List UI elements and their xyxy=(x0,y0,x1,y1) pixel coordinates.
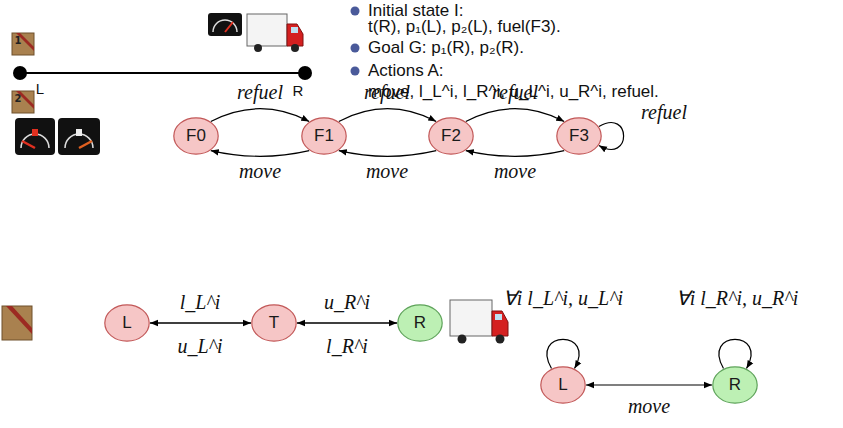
bullet-dot xyxy=(351,7,360,16)
transition-arrow xyxy=(719,339,751,368)
node-label: F1 xyxy=(314,126,334,146)
bullet-text: move, l_L^i, l_R^i, u_L^i, u_R^i, refuel… xyxy=(368,82,659,102)
bullet-text: Actions A: xyxy=(368,61,444,81)
circle-shape xyxy=(713,367,757,403)
edge-label: move xyxy=(494,160,536,183)
circle-shape xyxy=(174,118,218,154)
edge-label: ∀i l_L^i, u_L^i xyxy=(503,286,623,310)
circle-shape xyxy=(302,118,346,154)
transition-arrow xyxy=(211,151,309,157)
node-label: F0 xyxy=(186,126,206,146)
state-circle: L xyxy=(540,366,586,404)
fuel-gauge-icon xyxy=(58,118,100,155)
node-label: T xyxy=(269,313,279,333)
transition-arrow xyxy=(150,322,251,323)
bullet-dot xyxy=(351,44,360,53)
transition-arrow xyxy=(297,322,397,323)
circle-shape xyxy=(252,305,296,341)
circle-shape xyxy=(429,118,473,154)
state-circle: L xyxy=(104,304,150,342)
circle-shape xyxy=(105,305,149,341)
node-label: R xyxy=(729,375,741,395)
bullet-text: Goal G: p₁(R), p₂(R). xyxy=(368,38,524,58)
location-label: R xyxy=(293,82,304,99)
edge-label: ∀i l_R^i, u_R^i xyxy=(676,286,799,310)
state-circle: R xyxy=(712,366,758,404)
transition-arrow xyxy=(211,109,309,122)
transition-arrow xyxy=(466,109,564,122)
node-label: L xyxy=(122,313,131,333)
transition-arrow xyxy=(586,384,712,385)
road-line xyxy=(20,72,305,74)
truck-icon xyxy=(247,14,303,52)
package-icon xyxy=(2,306,32,340)
circle-shape xyxy=(541,367,585,403)
edge-label: move xyxy=(366,160,408,183)
location-dot xyxy=(13,66,27,80)
transition-arrow xyxy=(297,322,397,323)
edge-label: u_L^i xyxy=(177,335,222,358)
package-icon xyxy=(12,91,34,113)
node-label: L xyxy=(558,375,567,395)
state-circle: F1 xyxy=(301,117,347,155)
state-circle: T xyxy=(251,304,297,342)
node-label: F2 xyxy=(441,126,461,146)
bullet-text: t(R), p₁(L), p₂(L), fuel(F3). xyxy=(368,17,561,37)
transition-arrow xyxy=(547,339,579,368)
state-circle: F2 xyxy=(428,117,474,155)
transition-arrow xyxy=(466,151,564,157)
edge-label: move xyxy=(239,160,281,183)
state-circle: R xyxy=(397,304,443,342)
location-dot xyxy=(298,66,312,80)
package-number: 1 xyxy=(15,35,22,46)
bullet-dot xyxy=(351,67,360,76)
fuel-gauge-icon xyxy=(208,13,242,36)
truck-icon xyxy=(450,300,508,344)
edge-label: move xyxy=(628,395,670,418)
node-label: R xyxy=(414,313,426,333)
state-circle: F0 xyxy=(173,117,219,155)
transition-arrow xyxy=(150,322,251,323)
circle-shape xyxy=(398,305,442,341)
state-circle: F3 xyxy=(556,117,602,155)
transition-arrow xyxy=(339,151,436,157)
transition-arrow xyxy=(599,123,624,150)
node-label: F3 xyxy=(569,126,589,146)
package-icon xyxy=(12,33,34,55)
edge-label: l_L^i xyxy=(180,291,221,314)
edge-label: l_R^i xyxy=(326,335,368,358)
fuel-gauge-icon xyxy=(15,118,55,155)
transition-arrow xyxy=(339,109,436,122)
edge-label: refuel xyxy=(237,81,283,104)
edge-label: u_R^i xyxy=(324,291,370,314)
circle-shape xyxy=(557,118,601,154)
location-label: L xyxy=(36,80,44,97)
edge-label: refuel xyxy=(641,101,687,124)
package-number: 2 xyxy=(15,93,22,104)
